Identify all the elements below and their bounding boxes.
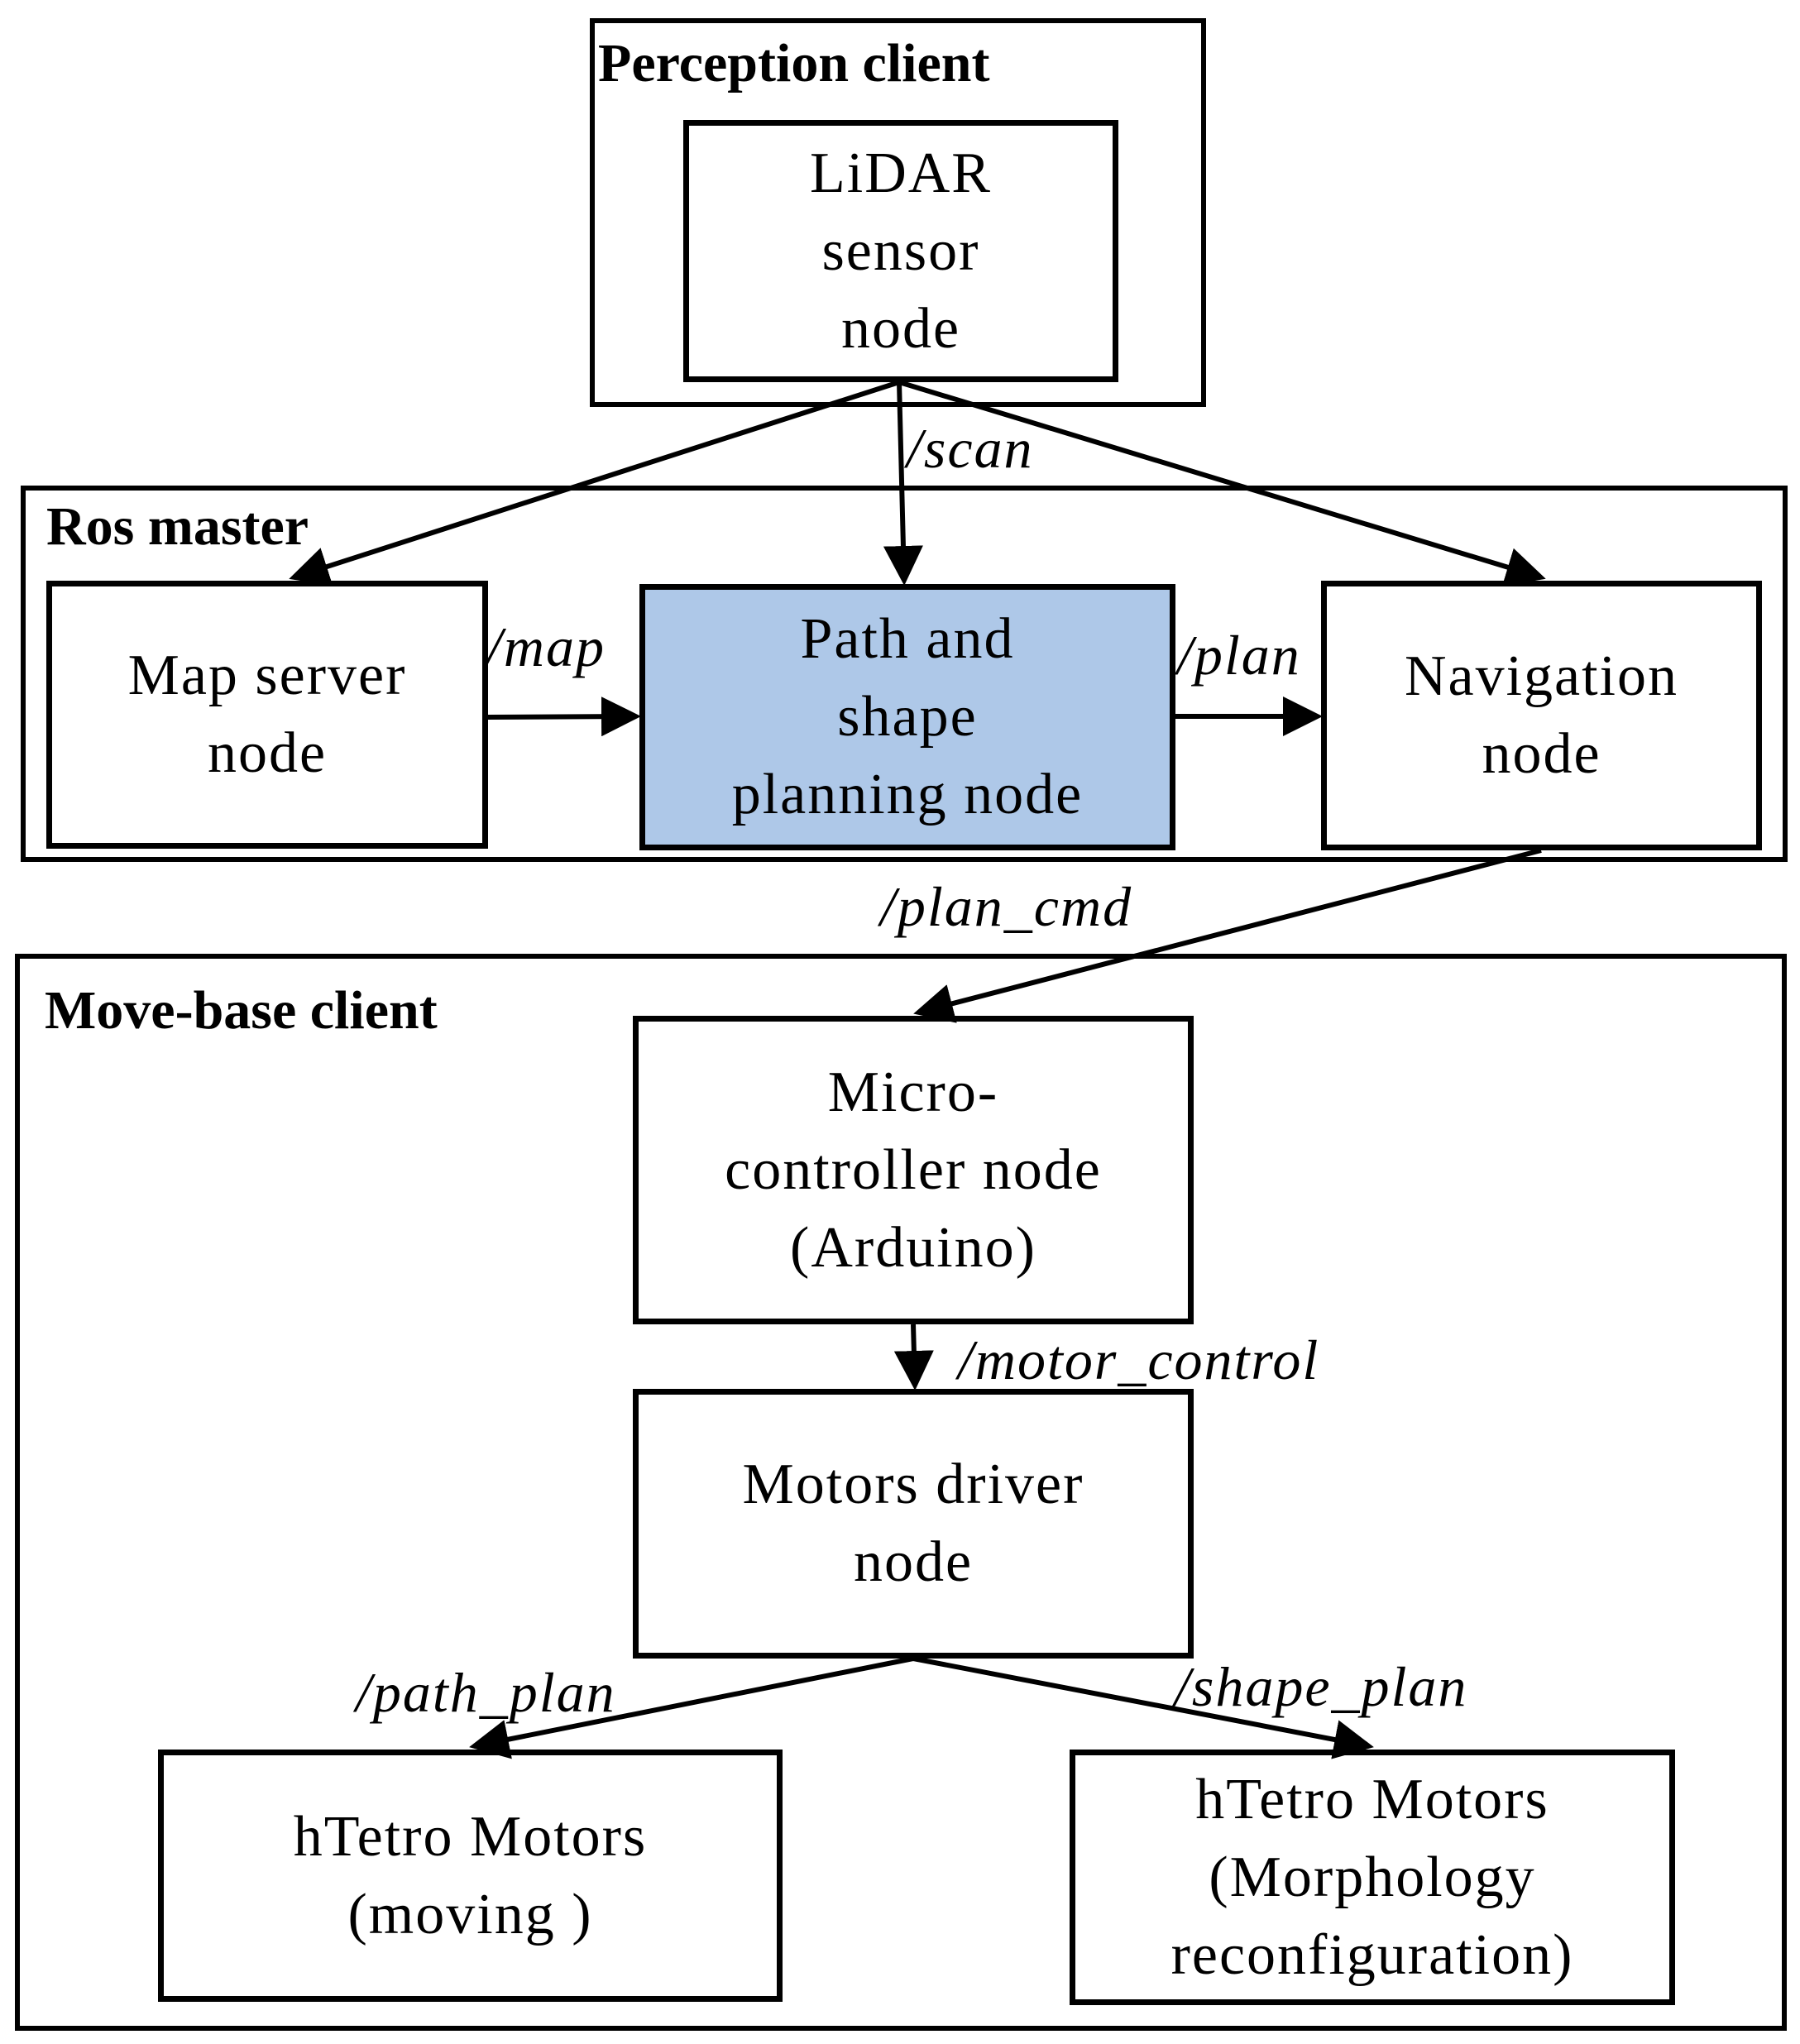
node-text-line: Motors driver	[742, 1453, 1084, 1516]
navigation-node: Navigation node	[1321, 581, 1762, 850]
node-text-line: LiDAR	[810, 141, 992, 205]
node-text-line: node	[207, 721, 328, 785]
node-text-line: hTetro Motors	[293, 1804, 648, 1869]
arrow-lidar-to-navigation	[898, 380, 1546, 586]
node-text-line: node	[840, 296, 961, 361]
path-and-shape-planning-node: Path and shape planning node	[639, 584, 1175, 850]
node-text-line: planning node	[731, 763, 1084, 826]
node-text-line: Micro-	[827, 1060, 999, 1124]
node-text-line: sensor	[821, 218, 980, 283]
node-text-line: Map server	[127, 644, 407, 707]
arrow-navigation-to-microcontroller	[913, 848, 1542, 1023]
topic-shape-plan-label: /shape_plan	[1175, 1655, 1468, 1718]
topic-plan-cmd-label: /plan_cmd	[880, 875, 1133, 938]
topic-map-label: /map	[486, 615, 606, 678]
node-text-line: Navigation	[1404, 644, 1679, 708]
node-text-line: node	[1482, 722, 1601, 786]
topic-path-plan-label: /path_plan	[356, 1661, 616, 1724]
move-base-client-title: Move-base client	[45, 980, 438, 1041]
arrow-motors-driver-to-htetro-morph	[912, 1656, 1374, 1759]
topic-plan-label: /plan	[1177, 624, 1301, 687]
arrow-microcontroller-to-motors-driver	[893, 1324, 934, 1391]
microcontroller-arduino-node: Micro-controller node (Arduino)	[633, 1016, 1194, 1324]
node-text-line: hTetro Motors	[1195, 1767, 1549, 1831]
ros-master-title: Ros master	[46, 496, 309, 557]
arrow-map-server-to-path-planning	[487, 696, 641, 737]
lidar-sensor-node: LiDAR sensor node	[683, 120, 1118, 382]
topic-motor-control-label: /motor_control	[958, 1328, 1320, 1391]
htetro-motors-morphology-node: hTetro Motors (Morphology reconfiguration)	[1070, 1750, 1675, 2005]
node-text-line: (Arduino)	[790, 1215, 1036, 1280]
arrow-lidar-to-path-planning	[883, 381, 923, 586]
arrow-motors-driver-to-htetro-moving	[469, 1656, 914, 1759]
motors-driver-node: Motors driver node	[633, 1389, 1194, 1659]
map-server-node: Map server node	[46, 581, 488, 849]
perception-client-title: Perception client	[598, 33, 990, 93]
arrow-lidar-to-map-server	[289, 380, 900, 586]
node-text-line: node	[853, 1530, 974, 1594]
node-text-line: (moving )	[347, 1882, 593, 1946]
node-text-line: (Morphology	[1209, 1845, 1536, 1909]
node-text-line: shape	[837, 685, 978, 749]
node-text-line: reconfiguration)	[1170, 1922, 1574, 1987]
topic-scan-label: /scan	[907, 417, 1034, 480]
node-text-line: Path and	[800, 607, 1015, 671]
node-text-line: controller node	[725, 1137, 1102, 1202]
